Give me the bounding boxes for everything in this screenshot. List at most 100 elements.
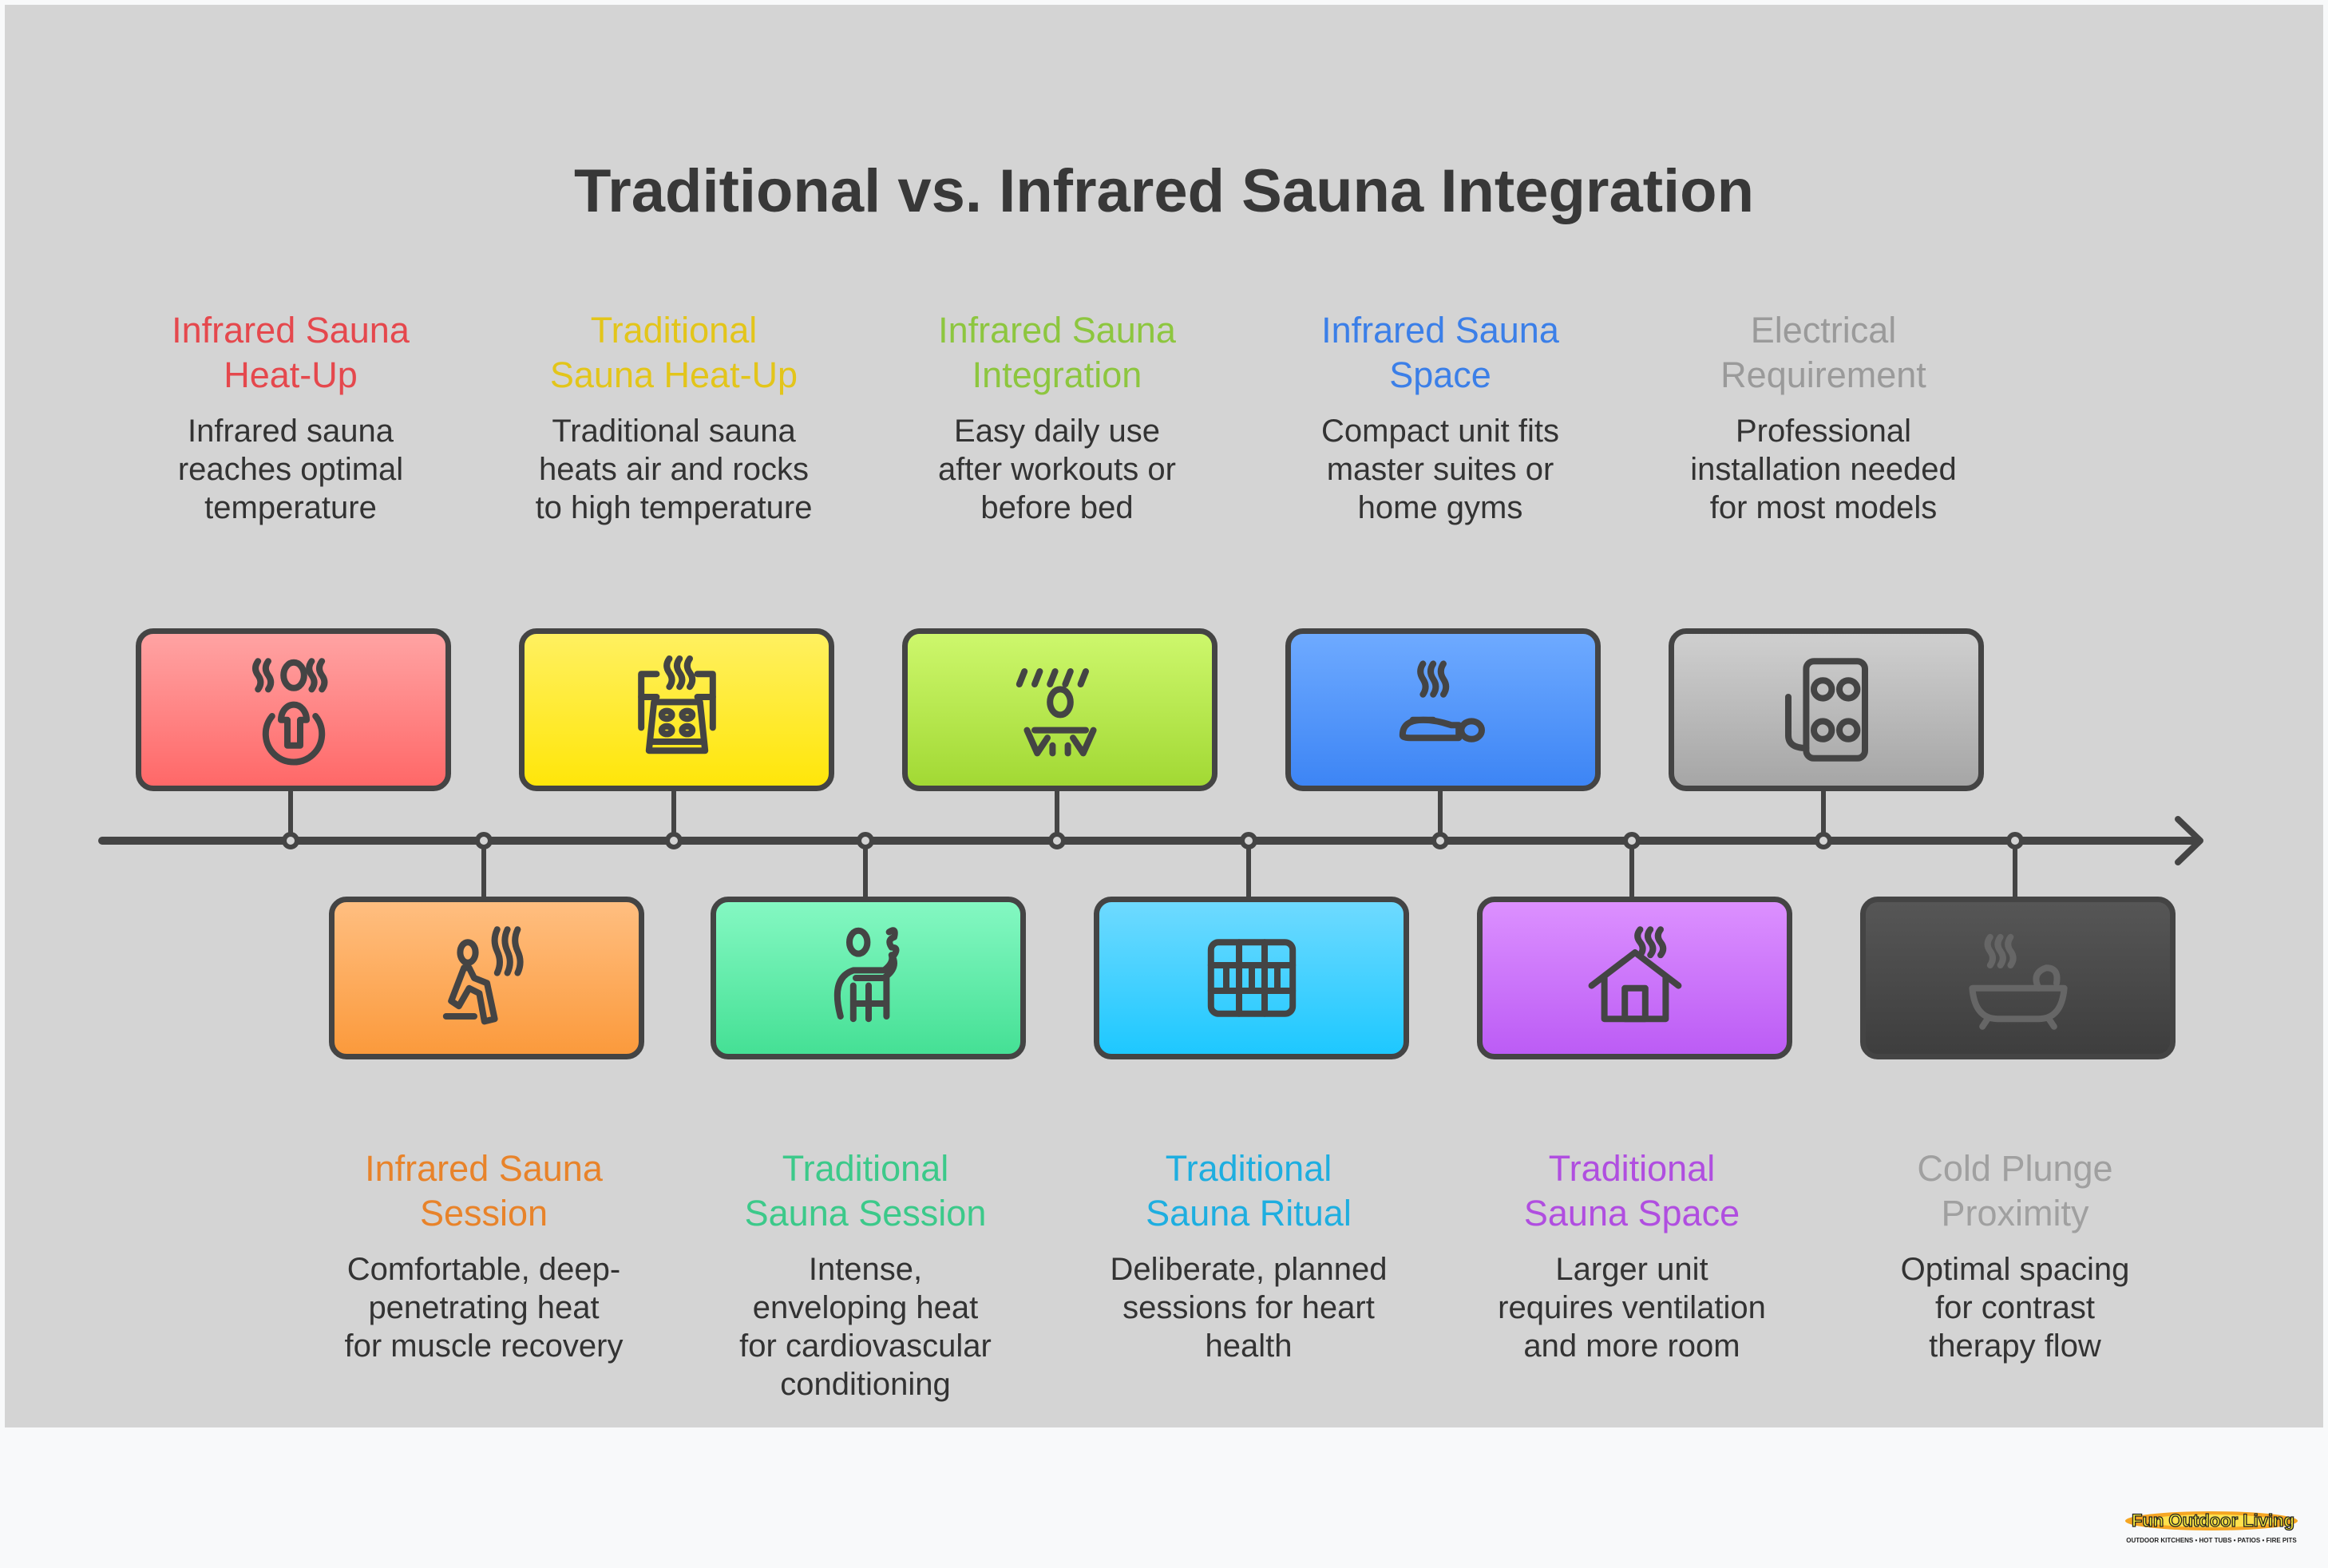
timeline-axis	[98, 837, 2196, 845]
event-description-line: Comfortable, deep-	[346, 1252, 621, 1287]
house-steam-icon	[1588, 926, 1681, 1023]
svg-text:Fun Outdoor Living: Fun Outdoor Living	[2132, 1511, 2294, 1530]
event-description-line: for cardiovascular	[739, 1328, 992, 1364]
arrow-head-icon	[2175, 816, 2203, 865]
timeline-node	[1431, 832, 1449, 849]
event-description-line: for contrast	[1934, 1290, 2096, 1325]
connector-line	[1246, 848, 1251, 897]
person-heat-icon	[251, 658, 327, 766]
connector-line	[1629, 848, 1634, 897]
connector-line	[288, 786, 293, 833]
fun-outdoor-living-logo: Fun Outdoor Living OUTDOOR KITCHENS • HO…	[2125, 1510, 2298, 1544]
event-card-infrared-sauna-space	[1285, 628, 1601, 791]
seated-person-steam-icon	[833, 927, 900, 1023]
event-description-line: Professional	[1735, 414, 1912, 449]
event-description-line: after workouts or	[938, 452, 1176, 487]
event-card-infrared-sauna-heat-up	[136, 628, 451, 791]
event-description-line: enveloping heat	[752, 1290, 979, 1325]
event-description-line: Larger unit	[1555, 1252, 1708, 1287]
connector-line	[481, 848, 486, 897]
timeline-node	[475, 832, 493, 849]
event-title-line: Sauna Session	[744, 1193, 987, 1233]
sauna-heater-icon	[637, 655, 716, 754]
event-description-line: heats air and rocks	[539, 452, 809, 487]
event-title-line: Cold Plunge	[1917, 1148, 2113, 1189]
connector-line	[1821, 786, 1826, 833]
timeline-node	[1240, 832, 1257, 849]
event-title-line: Infrared Sauna	[172, 310, 410, 350]
event-description-line: for muscle recovery	[344, 1328, 624, 1364]
event-card-traditional-sauna-heat-up	[519, 628, 834, 791]
connector-line	[2013, 848, 2017, 897]
timeline-node	[282, 832, 299, 849]
event-description-line: and more room	[1523, 1328, 1740, 1364]
event-card-electrical-requirement	[1669, 628, 1984, 791]
event-description-line: sessions for heart	[1122, 1290, 1375, 1325]
event-title-line: Session	[419, 1193, 548, 1233]
event-title-line: Traditional	[782, 1148, 949, 1189]
event-title-line: Heat-Up	[224, 354, 358, 395]
event-card-traditional-sauna-ritual	[1094, 897, 1409, 1059]
event-description-line: for most models	[1709, 490, 1938, 525]
event-card-traditional-sauna-session	[711, 897, 1026, 1059]
svg-text:OUTDOOR KITCHENS • HOT TUBS •: OUTDOOR KITCHENS • HOT TUBS • PATIOS • F…	[2126, 1537, 2297, 1544]
event-description-line: health	[1205, 1328, 1293, 1364]
event-title-line: Infrared Sauna	[365, 1148, 603, 1189]
event-title-line: Proximity	[1941, 1193, 2089, 1233]
timeline-node	[1623, 832, 1641, 849]
lying-person-heat-icon	[1399, 660, 1485, 742]
timeline-node	[857, 832, 874, 849]
event-title-line: Space	[1389, 354, 1491, 395]
event-description-line: installation needed	[1690, 452, 1957, 487]
bathtub-steam-icon	[1968, 933, 2068, 1030]
timeline-node	[665, 832, 683, 849]
event-title-line: Sauna Space	[1523, 1193, 1740, 1233]
event-description-line: conditioning	[780, 1367, 951, 1402]
event-title-line: Traditional	[590, 310, 758, 350]
event-description-line: to high temperature	[535, 490, 813, 525]
electrical-outlet-icon	[1784, 658, 1868, 762]
timeline-node	[1815, 832, 1832, 849]
event-title-line: Infrared Sauna	[1321, 310, 1559, 350]
event-title-line: Requirement	[1720, 354, 1926, 395]
event-description-line: Traditional sauna	[552, 414, 796, 449]
event-card-cold-plunge-proximity	[1860, 897, 2176, 1059]
event-description-line: master suites or	[1326, 452, 1554, 487]
page-title: Traditional vs. Infrared Sauna Integrati…	[573, 157, 1755, 225]
event-title-line: Traditional	[1165, 1148, 1332, 1189]
event-description-line: reaches optimal	[177, 452, 404, 487]
event-title-line: Integration	[972, 354, 1142, 395]
event-description-line: before bed	[980, 490, 1134, 525]
event-description-line: requires ventilation	[1498, 1290, 1766, 1325]
meditating-person-icon	[1016, 668, 1097, 757]
timeline-node	[2006, 832, 2024, 849]
event-card-infrared-sauna-session	[329, 897, 644, 1059]
event-description-line: home gyms	[1357, 490, 1523, 525]
event-card-traditional-sauna-space	[1477, 897, 1792, 1059]
event-description-line: Intense,	[808, 1252, 923, 1287]
event-description-line: Optimal spacing	[1900, 1252, 2130, 1287]
event-title-line: Traditional	[1548, 1148, 1716, 1189]
wood-panel-icon	[1207, 939, 1296, 1017]
